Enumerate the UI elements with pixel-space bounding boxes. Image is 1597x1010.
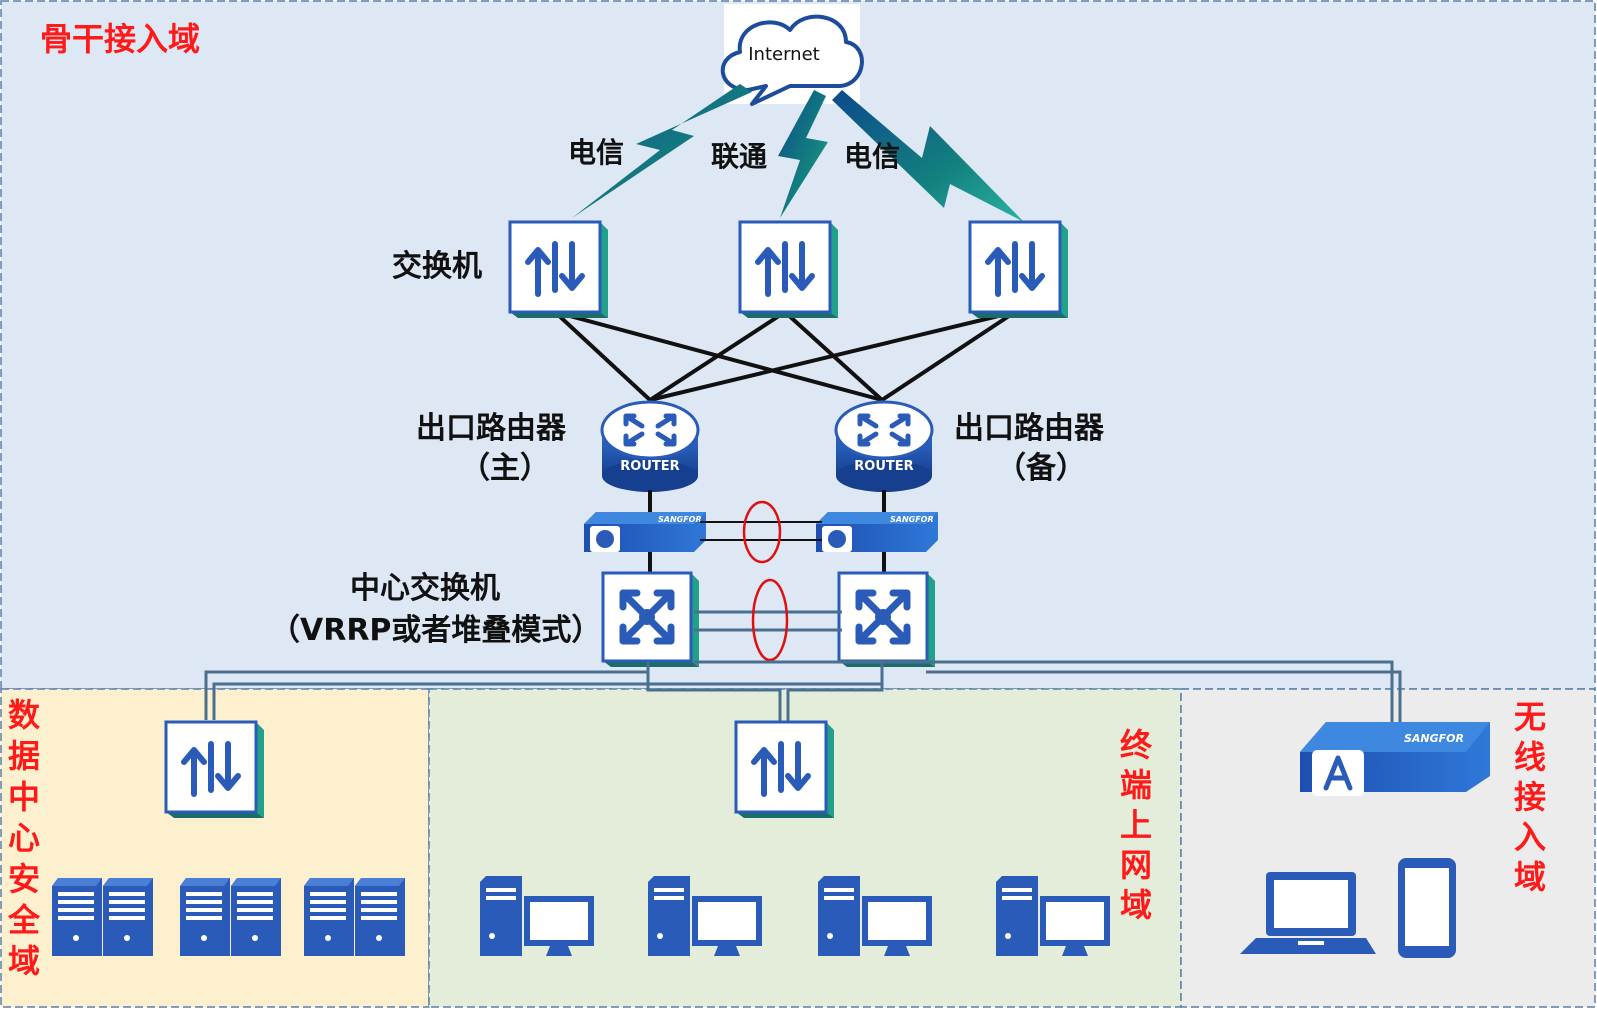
sangfor-firewall-backup: SANGFOR [816,512,938,552]
router-backup-caption: ROUTER [854,459,913,474]
router-main-caption: ROUTER [620,459,679,474]
router-backup-label: 出口路由器 [954,411,1105,446]
wireless-controller-brand: SANGFOR [1404,732,1464,745]
isp-link-label-2: 联通 [711,140,767,173]
wireless-zone-title-char-4: 入 [1514,818,1546,856]
core-switch-label: 中心交换机 [350,571,500,606]
datacenter-zone-title-char-1: 数 [8,696,41,734]
router-main [602,402,698,492]
core-switch-2 [839,573,935,667]
core-switch-1 [603,573,699,667]
sangfor-firewall-main: SANGFOR [584,512,706,552]
core-switch-sublabel: （VRRP或者堆叠模式） [270,613,601,648]
backbone-zone-title: 骨干接入域 [40,20,200,58]
top-switch-2 [740,222,838,318]
terminal-zone-title-char-5: 域 [1120,886,1152,924]
internet-cloud: Internet [720,4,864,106]
server-3a [304,878,354,956]
firewall-ha-ring [742,500,782,564]
terminal-zone-title-char-3: 上 [1120,806,1152,844]
server-3b [355,878,405,956]
switch-router-mesh [553,310,1017,402]
server-2b [231,878,281,956]
mobile-phone [1398,858,1456,958]
sangfor-brand-backup: SANGFOR [890,515,934,524]
top-switch-3 [970,222,1068,318]
wireless-zone-title-char-2: 线 [1514,738,1546,776]
terminal-access-switch [736,722,834,818]
datacenter-zone-title-char-5: 安 [8,860,40,898]
distribution-links [204,660,1402,722]
isp-link-label-1: 电信 [568,136,624,169]
isp-bolt-left [572,84,752,218]
terminal-zone-title-char-1: 终 [1120,726,1153,764]
router-backup-sublabel: （备） [996,451,1086,486]
server-1a [52,878,102,956]
router-backup [836,402,932,492]
internet-label: Internet [748,44,819,65]
datacenter-zone-title-char-6: 全 [7,901,41,939]
isp-link-label-3: 电信 [844,140,900,173]
router-main-sublabel: （主） [460,451,550,486]
terminal-zone-title-char-2: 端 [1120,766,1152,804]
datacenter-access-switch [166,722,264,818]
wireless-zone-title-char-1: 无 [1514,698,1546,736]
router-main-label: 出口路由器 [416,411,567,446]
wireless-controller: SANGFOR [1300,722,1490,796]
core-stack-links [694,610,842,632]
datacenter-zone-title-char-3: 中 [8,778,40,816]
switch-label: 交换机 [392,249,482,284]
laptop [1240,872,1376,954]
server-2a [180,878,230,956]
core-stack-ring [751,578,789,662]
wireless-zone-title-char-5: 域 [1514,858,1546,896]
wireless-zone-title-char-3: 接 [1514,778,1546,816]
top-switch-1 [510,222,608,318]
datacenter-zone-title-char-2: 据 [8,737,40,775]
isp-bolt-right [832,90,1024,222]
backbone-zone [0,0,1596,690]
datacenter-zone-title-char-7: 域 [8,942,40,980]
isp-bolt-middle [778,90,828,218]
server-1b [103,878,153,956]
terminal-zone-title-char-4: 网 [1120,846,1152,884]
sangfor-brand-main: SANGFOR [658,515,702,524]
datacenter-zone-title-char-4: 心 [8,819,40,857]
